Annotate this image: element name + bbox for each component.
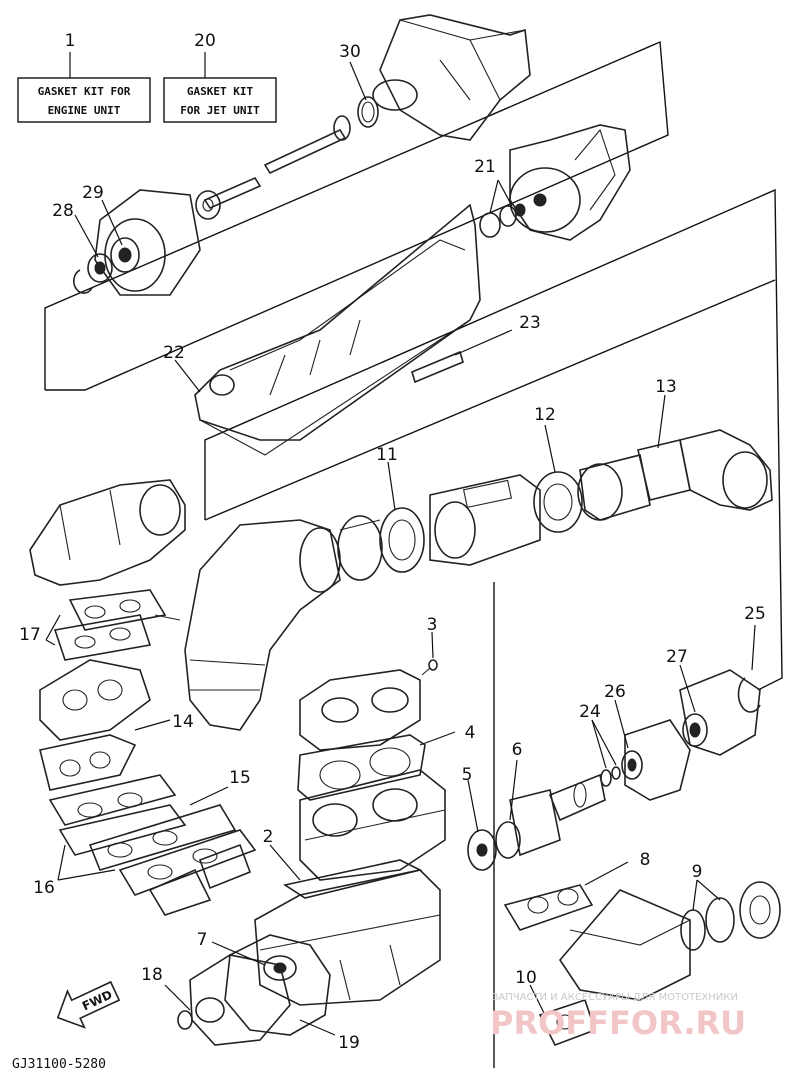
exhaust-joint [337, 515, 383, 581]
label-3: 3 [427, 615, 438, 635]
cylinder-head-cover [299, 669, 421, 751]
bolt-3 [421, 659, 438, 676]
watermark-line1: ЗАПЧАСТИ И АКСЕССУАРЫ ДЛЯ МОТОТЕХНИКИ [492, 992, 738, 1003]
watermark-line2: PROFFFOR.RU [490, 1004, 746, 1042]
cylinder-block [299, 769, 446, 881]
label-10: 10 [515, 968, 537, 988]
label-5: 5 [462, 765, 473, 785]
label-18: 18 [141, 965, 163, 985]
jet-pump-nozzle [372, 14, 531, 141]
exhaust-manifold-17 [29, 479, 186, 586]
label-28: 28 [52, 201, 74, 221]
label-24: 24 [579, 702, 601, 722]
label-4: 4 [465, 723, 476, 743]
gasket-kit-jet-unit: 20 GASKET KIT FOR JET UNIT [163, 31, 277, 123]
label-6: 6 [512, 740, 523, 760]
label-8: 8 [640, 850, 651, 870]
label-11: 11 [376, 445, 398, 465]
bearing-housing-26 [621, 719, 691, 801]
label-2: 2 [263, 827, 274, 847]
watermark: ЗАПЧАСТИ И АКСЕССУАРЫ ДЛЯ МОТОТЕХНИКИ PR… [490, 992, 746, 1042]
fwd-direction-arrow: FWD [56, 980, 121, 1029]
label-27: 27 [666, 647, 688, 667]
label-1: 1 [65, 31, 76, 51]
intake-duct-22 [194, 203, 481, 456]
head-gasket-4 [297, 734, 426, 801]
gasket-12 [533, 471, 583, 533]
circlip [73, 269, 93, 294]
group-frame-lines [44, 40, 783, 1068]
gasket-10 [538, 998, 597, 1047]
gasket-13 [637, 439, 691, 501]
kit-20-line1: GASKET KIT [187, 85, 254, 98]
stator-cover-18 [177, 954, 291, 1046]
drive-shaft [195, 115, 351, 220]
label-17: 17 [19, 625, 41, 645]
label-26: 26 [604, 682, 626, 702]
label-20: 20 [194, 31, 216, 51]
muffler-chamber [429, 474, 541, 566]
intake-manifold-14 [39, 659, 151, 791]
label-30: 30 [339, 42, 361, 62]
exhaust-elbow-13 [679, 429, 773, 511]
label-14: 14 [172, 712, 194, 732]
rubber-damper-6 [495, 789, 561, 859]
label-16: 16 [33, 878, 55, 898]
kit-1-line1: GASKET KIT FOR [38, 85, 131, 98]
label-23: 23 [519, 313, 541, 333]
o-rings-24 [600, 766, 621, 787]
o-ring-30 [357, 96, 379, 128]
label-9: 9 [692, 862, 703, 882]
kit-1-line2: ENGINE UNIT [48, 104, 121, 117]
label-22: 22 [163, 343, 185, 363]
label-7: 7 [197, 930, 208, 950]
reed-valve-gaskets-16 [48, 774, 237, 871]
label-25: 25 [744, 604, 766, 624]
label-15: 15 [229, 768, 251, 788]
gasket-kit-engine-unit: 1 GASKET KIT FOR ENGINE UNIT [17, 31, 151, 123]
seal-25 [737, 677, 761, 713]
label-12: 12 [534, 405, 556, 425]
label-19: 19 [338, 1033, 360, 1053]
coupler-5 [467, 829, 497, 871]
drawing-code: GJ31100-5280 [12, 1057, 106, 1072]
bearings-21 [479, 203, 526, 238]
exhaust-chamber [558, 889, 691, 1001]
rubber-strip-23 [411, 350, 464, 384]
oil-seal-28 [87, 253, 113, 283]
label-13: 13 [655, 377, 677, 397]
reed-valve-gaskets-15 [118, 829, 257, 916]
crankcase [254, 869, 441, 1006]
exhaust-hose-elbow [184, 519, 341, 731]
kit-20-line2: FOR JET UNIT [180, 104, 260, 117]
drive-shaft-housing [548, 773, 606, 822]
impeller-housing-right [509, 124, 631, 241]
bearing-cover-27 [679, 669, 761, 756]
leader-lines [45, 61, 756, 1036]
label-29: 29 [82, 183, 104, 203]
exhaust-pipe-mid [577, 454, 651, 521]
manifold-gaskets-17 [53, 589, 181, 661]
label-21: 21 [474, 157, 496, 177]
callout-labels: 2 3 4 5 6 7 8 9 10 11 12 13 14 15 16 17 … [19, 42, 766, 1053]
exhaust-gasket-8 [503, 884, 594, 931]
gasket-11 [379, 507, 425, 573]
